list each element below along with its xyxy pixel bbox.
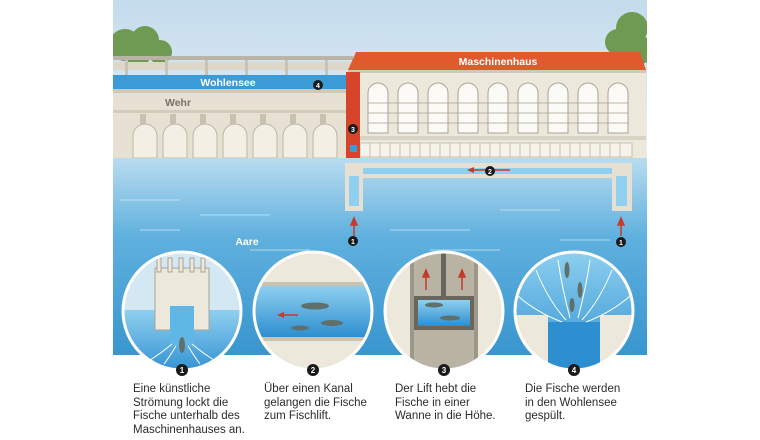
- label-aare: Aare: [235, 236, 259, 248]
- attraction-flow-arrows: [349, 216, 626, 236]
- detail-circle-2: 2: [252, 250, 374, 376]
- scene-marker-4: 4: [313, 80, 323, 90]
- svg-text:2: 2: [311, 366, 316, 375]
- svg-text:3: 3: [351, 127, 355, 134]
- label-weir: Wehr: [165, 97, 191, 109]
- scene-marker-3: 3: [348, 124, 358, 134]
- label-machine-house: Maschinenhaus: [459, 56, 538, 68]
- tree-left: [113, 26, 172, 70]
- wohlensee-water: [113, 75, 353, 89]
- svg-text:4: 4: [572, 366, 577, 375]
- scene-marker-1-left: 1: [348, 236, 358, 246]
- svg-text:3: 3: [442, 366, 447, 375]
- detail-circle-4: 4: [513, 250, 635, 376]
- tree-right: [605, 12, 647, 64]
- svg-text:2: 2: [488, 169, 492, 176]
- svg-text:4: 4: [316, 83, 320, 90]
- svg-text:1: 1: [351, 239, 355, 246]
- weir: [113, 56, 353, 159]
- detail-circle-3: 3: [383, 250, 505, 376]
- svg-text:1: 1: [180, 366, 185, 375]
- step-caption-4: Die Fische werden in den Wohlensee gespü…: [525, 383, 621, 422]
- machine-house: [346, 52, 646, 164]
- fish-lift-tower: [346, 72, 360, 164]
- scene-marker-2: 2: [485, 166, 495, 176]
- step-caption-2: Über einen Kanal gelangen die Fische zum…: [264, 383, 367, 422]
- label-wohlensee: Wohlensee: [200, 77, 255, 89]
- svg-text:1: 1: [619, 240, 623, 247]
- step-caption-3: Der Lift hebt die Fische in einer Wanne …: [395, 383, 496, 422]
- scene-marker-1-right: 1: [616, 237, 626, 247]
- step-caption-1: Eine künstliche Strömung lockt die Fisch…: [133, 383, 245, 436]
